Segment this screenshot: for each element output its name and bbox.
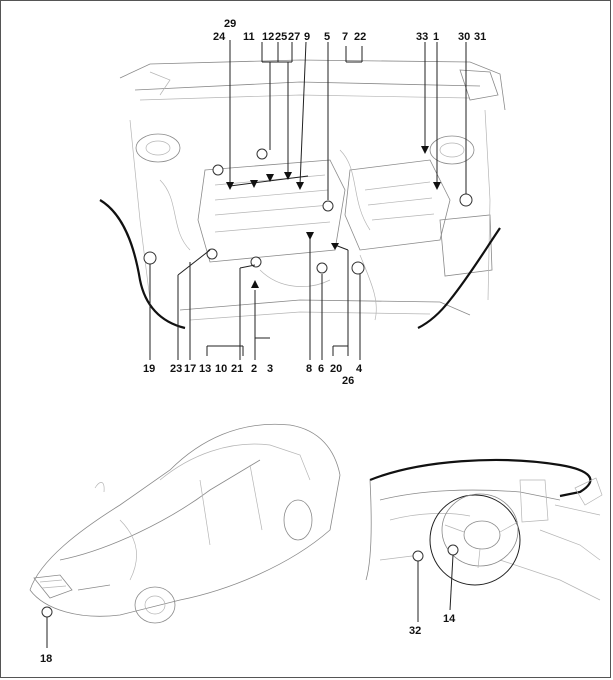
callout-3: 3 [267, 363, 273, 375]
callout-1: 1 [433, 31, 439, 43]
callout-23: 23 [170, 363, 182, 375]
callout-17: 17 [184, 363, 196, 375]
callout-22: 22 [354, 31, 366, 43]
callout-21: 21 [231, 363, 243, 375]
callout-9: 9 [304, 31, 310, 43]
callout-32: 32 [409, 625, 421, 637]
cabin-leaders [417, 554, 454, 622]
callout-20: 20 [330, 363, 342, 375]
callout-24: 24 [213, 31, 226, 43]
callout-29: 29 [224, 18, 236, 30]
callout-27: 27 [288, 31, 300, 43]
engine-bay-illustration [99, 59, 506, 330]
callout-18: 18 [40, 653, 52, 665]
callout-30: 30 [458, 31, 470, 43]
callout-26: 26 [342, 375, 354, 387]
callout-10: 10 [215, 363, 227, 375]
callout-7: 7 [342, 31, 348, 43]
engine-bay-leaders [149, 40, 467, 360]
cabin-callouts: 32 14 [409, 613, 456, 637]
callout-14: 14 [443, 613, 456, 625]
callout-12: 12 [262, 31, 274, 43]
callout-25: 25 [275, 31, 287, 43]
callout-4: 4 [356, 363, 363, 375]
callout-2: 2 [251, 363, 257, 375]
callout-13: 13 [199, 363, 211, 375]
callout-11: 11 [243, 31, 255, 43]
callout-6: 6 [318, 363, 324, 375]
engine-bay-callouts: 29 24 11 12 25 27 9 5 7 22 33 1 30 31 19… [143, 18, 486, 387]
vehicle-callouts: 18 [40, 653, 52, 665]
callout-19: 19 [143, 363, 155, 375]
vehicle-illustration [29, 423, 341, 624]
cabin-illustration [365, 458, 603, 601]
callout-5: 5 [324, 31, 330, 43]
callout-8: 8 [306, 363, 312, 375]
callout-33: 33 [416, 31, 428, 43]
callout-31: 31 [474, 31, 486, 43]
